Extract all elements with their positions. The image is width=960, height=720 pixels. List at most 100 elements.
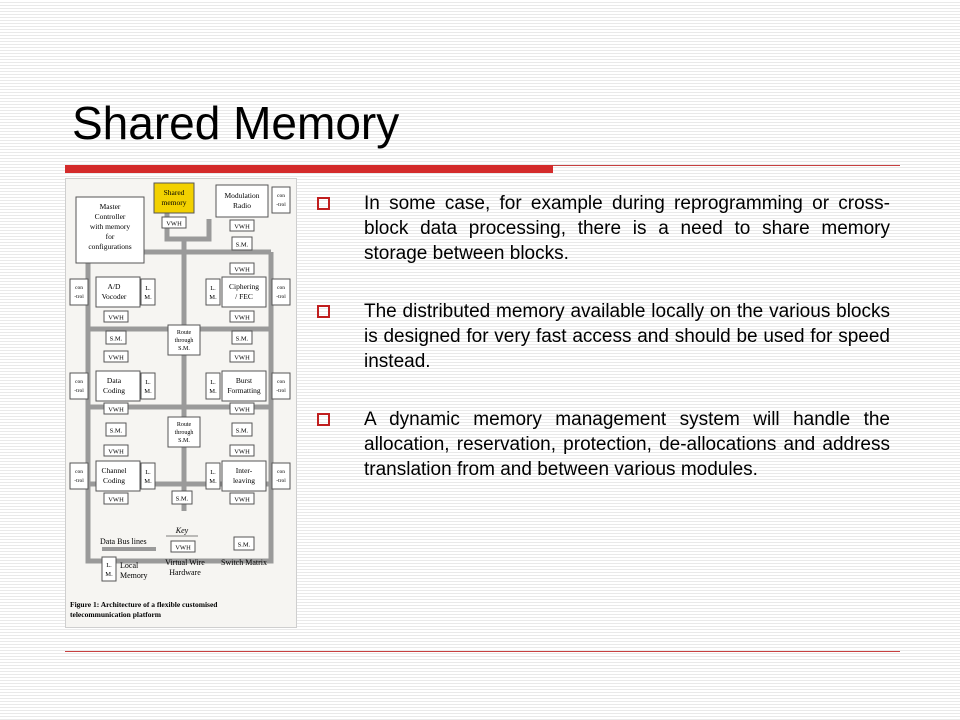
svg-text:VWH: VWH [234, 267, 250, 274]
svg-text:Switch Matrix: Switch Matrix [221, 558, 267, 567]
master-line: Controller [95, 212, 126, 221]
svg-text:Data Bus lines: Data Bus lines [100, 537, 147, 546]
svg-text:VWH: VWH [108, 407, 124, 414]
svg-text:A/D: A/D [108, 282, 122, 291]
route-through-sm-upper: Route through S.M. [167, 324, 201, 356]
svg-text:Data: Data [107, 376, 122, 385]
master-line: configurations [88, 242, 131, 251]
svg-text:L.: L. [210, 469, 216, 476]
master-line: for [106, 232, 115, 241]
svg-text:Vocoder: Vocoder [102, 292, 127, 301]
vwh-label: VWH [166, 221, 182, 228]
svg-text:VWH: VWH [108, 449, 124, 456]
svg-text:-trol: -trol [74, 294, 84, 300]
svg-text:M.: M. [209, 294, 217, 301]
svg-text:VWH: VWH [234, 224, 250, 231]
svg-text:Inter-: Inter- [236, 466, 253, 475]
architecture-diagram: Master Controller with memory for config… [69, 182, 291, 619]
bullet-text: In some case, for example during reprogr… [364, 193, 890, 264]
svg-text:M.: M. [209, 478, 217, 485]
figure-caption: Figure 1: Architecture of a flexible cus… [70, 600, 218, 619]
square-bullet-icon [317, 305, 330, 318]
svg-text:VWH: VWH [234, 497, 250, 504]
svg-text:L.: L. [210, 379, 216, 386]
control-box [271, 186, 291, 214]
svg-text:M.: M. [144, 478, 152, 485]
caption-line: Figure 1: Architecture of a flexible cus… [70, 600, 218, 609]
bullet-item: The distributed memory available locally… [314, 299, 890, 374]
svg-text:-trol: -trol [276, 388, 286, 394]
svg-text:VWH: VWH [234, 315, 250, 322]
svg-text:S.M.: S.M. [236, 336, 249, 343]
svg-text:S.M.: S.M. [110, 336, 123, 343]
svg-text:con: con [277, 193, 285, 199]
svg-text:VWH: VWH [108, 497, 124, 504]
svg-text:VWH: VWH [108, 315, 124, 322]
bus-line [164, 213, 187, 511]
svg-text:Coding: Coding [103, 386, 125, 395]
svg-text:Formatting: Formatting [227, 386, 261, 395]
svg-text:con: con [75, 379, 83, 385]
caption-line: telecommunication platform [70, 610, 162, 619]
master-line: with memory [90, 222, 130, 231]
svg-text:-trol: -trol [74, 388, 84, 394]
svg-text:-trol: -trol [276, 202, 286, 208]
svg-text:M.: M. [105, 571, 113, 578]
block-ad-vocoder: con -trol A/D Vocoder L. M. VWH S.M. VWH [69, 276, 156, 363]
svg-text:con: con [277, 285, 285, 291]
svg-text:-trol: -trol [74, 478, 84, 484]
svg-text:Coding: Coding [103, 476, 125, 485]
svg-text:Channel: Channel [102, 466, 127, 475]
modulation-radio-label: Modulation Radio [225, 191, 260, 210]
svg-text:Memory: Memory [120, 571, 148, 580]
block-interleaving: L. M. Inter- leaving con -trol VWH [205, 460, 291, 505]
svg-text:con: con [75, 285, 83, 291]
svg-text:con: con [75, 469, 83, 475]
svg-text:con: con [277, 379, 285, 385]
master-controller-box [75, 196, 145, 264]
svg-text:Route: Route [177, 330, 192, 336]
svg-text:S.M.: S.M. [178, 346, 190, 352]
svg-text:L.: L. [145, 469, 151, 476]
svg-text:Hardware: Hardware [169, 568, 201, 577]
svg-text:VWH: VWH [108, 355, 124, 362]
svg-text:VWH: VWH [234, 449, 250, 456]
svg-text:through: through [175, 338, 194, 344]
svg-text:Route: Route [177, 422, 192, 428]
svg-text:-trol: -trol [276, 478, 286, 484]
svg-text:-trol: -trol [276, 294, 286, 300]
svg-text:S.M.: S.M. [238, 542, 251, 549]
square-bullet-icon [317, 413, 330, 426]
svg-text:L.: L. [106, 562, 112, 569]
svg-text:L.: L. [210, 285, 216, 292]
svg-text:through: through [175, 430, 194, 436]
shared-memory-line: memory [162, 198, 187, 207]
svg-text:S.M.: S.M. [176, 496, 189, 503]
svg-text:M.: M. [144, 294, 152, 301]
bullet-text: The distributed memory available locally… [364, 301, 890, 372]
svg-text:S.M.: S.M. [236, 428, 249, 435]
svg-text:Burst: Burst [236, 376, 253, 385]
title-underline-red [65, 165, 553, 173]
svg-text:/ FEC: / FEC [235, 292, 253, 301]
svg-text:S.M.: S.M. [236, 242, 249, 249]
square-bullet-icon [317, 197, 330, 210]
slide-title: Shared Memory [72, 97, 400, 149]
svg-text:VWH: VWH [234, 407, 250, 414]
figure-key: Key Data Bus lines VWH S.M. L. M. Local … [100, 526, 267, 582]
bullet-item: In some case, for example during reprogr… [314, 191, 890, 266]
master-controller-label: Master Controller with memory for config… [88, 202, 131, 251]
shared-memory-label: Shared memory [162, 188, 187, 207]
title-underline-thin [553, 165, 900, 166]
architecture-figure: Master Controller with memory for config… [65, 178, 297, 628]
svg-text:Local: Local [120, 561, 139, 570]
svg-text:M.: M. [144, 388, 152, 395]
svg-text:Ciphering: Ciphering [229, 282, 259, 291]
route-through-sm-lower: Route through S.M. [167, 416, 201, 448]
block-burst-formatting: L. M. Burst Formatting con -trol VWH S.M… [205, 370, 291, 457]
modulation-line: Radio [233, 201, 251, 210]
svg-text:leaving: leaving [233, 476, 255, 485]
svg-text:con: con [277, 469, 285, 475]
block-ciphering-fec: L. M. Ciphering / FEC con -trol VWH S.M.… [205, 276, 291, 363]
shared-memory-line: Shared [164, 188, 185, 197]
